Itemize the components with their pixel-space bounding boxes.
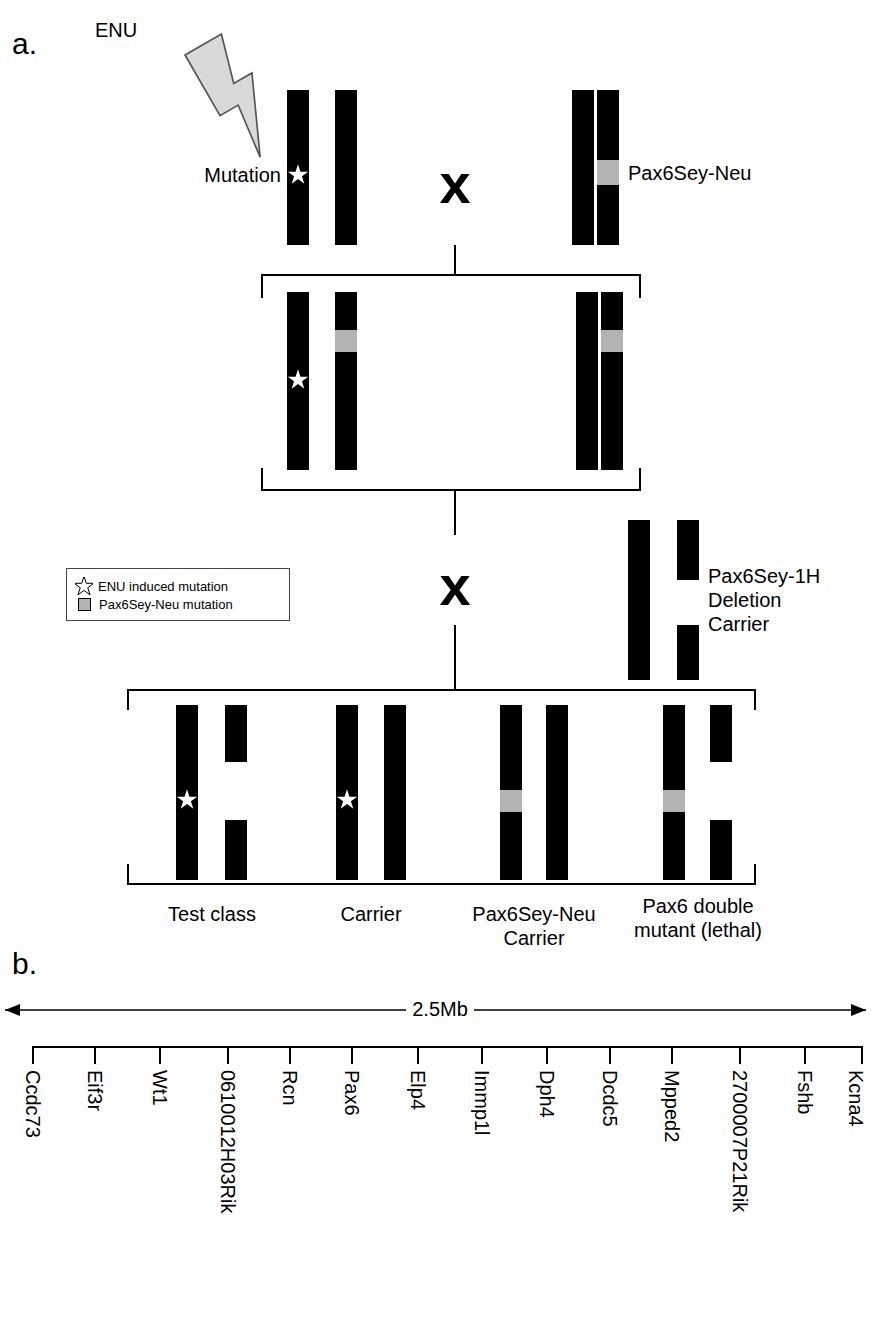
gene-name: Dcdc5 [599, 1070, 621, 1127]
panel-letter: b. [12, 946, 37, 982]
map-tick [159, 1047, 161, 1064]
panel-letter: a. [12, 26, 37, 62]
legend-entry: ENU induced mutation [75, 577, 281, 595]
sey-neu-mark [663, 790, 685, 812]
legend-star [75, 577, 93, 595]
map-axis [32, 1046, 863, 1048]
gene-name: Immp1l [471, 1070, 493, 1136]
enu-star [288, 164, 308, 183]
sey-neu-mark [597, 160, 619, 185]
cross-bracket [128, 864, 755, 884]
chromosome [572, 90, 594, 245]
chromosome [335, 292, 357, 470]
allele-label: Pax6Sey-Neu [628, 161, 751, 185]
chromosome [663, 705, 685, 880]
chromosome [287, 292, 309, 470]
sey-neu-mark [601, 330, 623, 352]
map-tick [739, 1047, 741, 1064]
chromosome [384, 705, 406, 880]
map-tick [32, 1047, 34, 1064]
legend-entry: Pax6Sey-Neu mutation [75, 597, 281, 612]
map-tick [546, 1047, 548, 1064]
cross-symbol: x [439, 150, 470, 217]
class-label: Carrier [340, 902, 401, 926]
map-tick [481, 1047, 483, 1064]
cross-bracket [128, 690, 755, 710]
map-tick [227, 1047, 229, 1064]
chromosome [287, 90, 309, 245]
gene-name: Ccdc73 [22, 1070, 44, 1138]
map-tick [609, 1047, 611, 1064]
gene-name: Kcna4 [845, 1070, 867, 1127]
chromosome [710, 705, 732, 762]
map-tick [861, 1047, 863, 1064]
chromosome [546, 705, 568, 880]
cross-bracket [454, 245, 456, 275]
gene-name: Rcn [279, 1070, 301, 1106]
gene-name: 2700007P21Rik [729, 1070, 751, 1212]
gene-name: 0610012H03Rik [217, 1070, 239, 1213]
chromosome [500, 705, 522, 880]
chromosome [176, 705, 198, 880]
chromosome [576, 292, 598, 470]
legend-text: ENU induced mutation [98, 579, 228, 594]
chromosome [336, 705, 358, 880]
map-tick [289, 1047, 291, 1064]
enu-star [177, 789, 197, 808]
class-label: Pax6Sey-Neu Carrier [469, 902, 599, 950]
chromosome [335, 90, 357, 245]
sey-neu-mark [500, 790, 522, 812]
map-tick [671, 1047, 673, 1064]
class-label: Pax6 double mutant (lethal) [633, 894, 763, 942]
cross-bracket [262, 275, 640, 298]
class-label: Test class [168, 902, 256, 926]
chromosome [710, 820, 732, 880]
enu-star [288, 369, 308, 388]
cross-bracket [454, 625, 456, 690]
legend-box: ENU induced mutationPax6Sey-Neu mutation [66, 568, 290, 621]
legend-swatch [78, 598, 91, 611]
map-tick [417, 1047, 419, 1064]
gene-name: Wt1 [149, 1070, 171, 1106]
map-tick [351, 1047, 353, 1064]
star-sample [75, 577, 93, 595]
chromosome [677, 520, 699, 580]
chromosome [225, 705, 247, 762]
mutation-label: Mutation [204, 163, 281, 187]
gene-name: Elp4 [407, 1070, 429, 1110]
map-tick [804, 1047, 806, 1064]
map-tick [94, 1047, 96, 1064]
chromosome [597, 90, 619, 245]
gene-name: Fshb [794, 1070, 816, 1114]
legend-text: Pax6Sey-Neu mutation [99, 597, 233, 612]
gene-name: Eif3r [84, 1070, 106, 1111]
chromosome [601, 292, 623, 470]
chromosome [225, 820, 247, 880]
chromosome [677, 625, 699, 680]
sey-neu-mark [335, 330, 357, 352]
cross-bracket [454, 490, 456, 535]
carrier-label: Pax6Sey-1H Deletion Carrier [708, 564, 838, 636]
enu-star [337, 789, 357, 808]
chromosome [628, 520, 650, 680]
cross-symbol: x [439, 552, 470, 619]
gene-name: Dph4 [536, 1070, 558, 1118]
mutagen-label: ENU [95, 18, 137, 42]
gene-name: Pax6 [341, 1070, 363, 1116]
gene-name: Mpped2 [661, 1070, 683, 1142]
cross-bracket [262, 468, 640, 490]
scale-label: 2.5Mb [406, 997, 474, 1021]
lightning-bolt [185, 31, 290, 165]
